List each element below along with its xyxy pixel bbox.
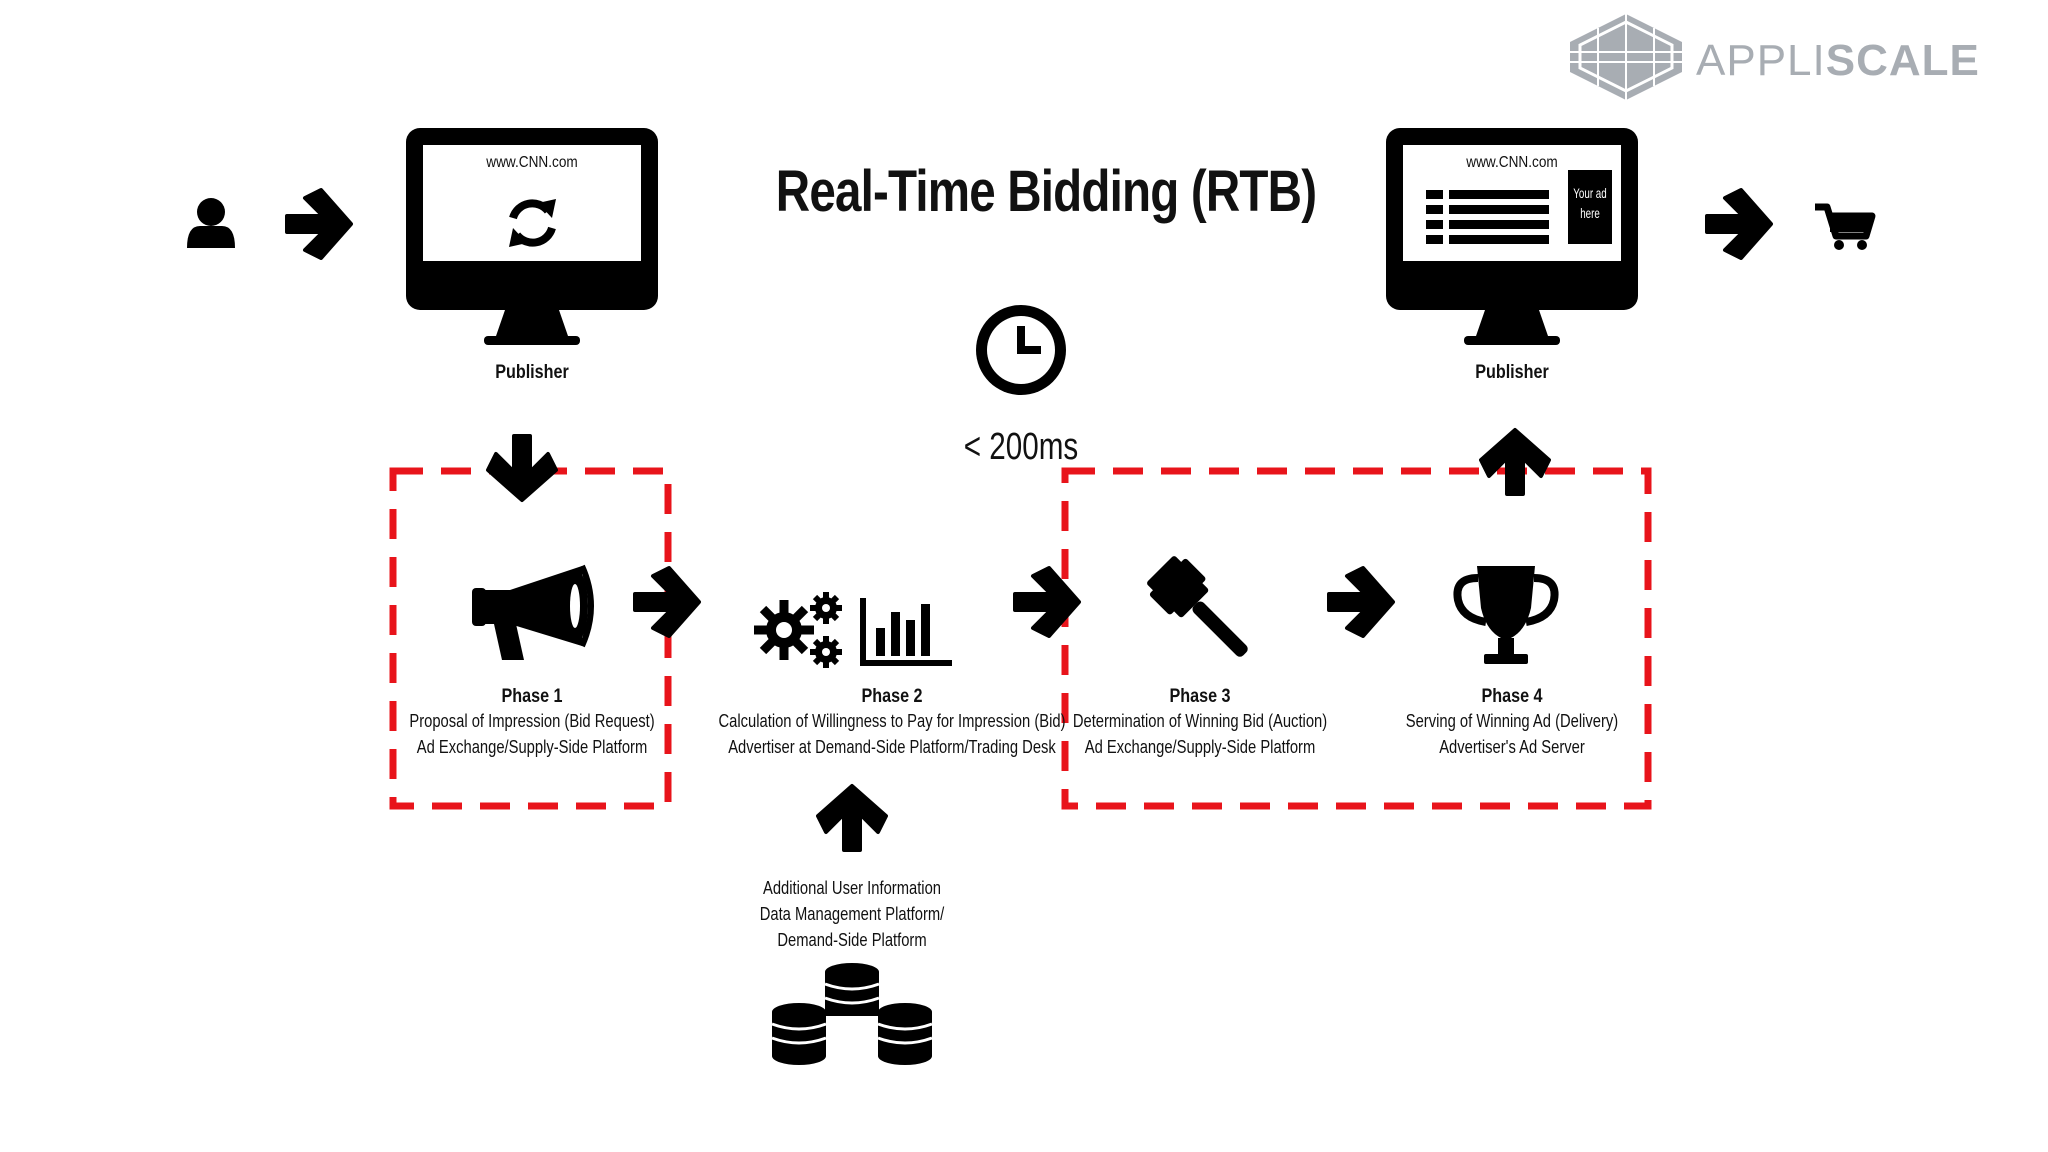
clock-icon <box>976 305 1066 395</box>
phase34-dashed-box <box>1061 467 1652 810</box>
publisher-left-label: Publisher <box>495 362 569 383</box>
ad-slot <box>1568 170 1612 244</box>
gavel-icon <box>1147 556 1248 657</box>
publisher-left-url: www.CNN.com <box>486 154 578 171</box>
phase-3-line2: Ad Exchange/Supply-Side Platform <box>1084 737 1316 757</box>
phase-2-caption: Phase 2 Calculation of Willingness to Pa… <box>622 686 1162 760</box>
trophy-icon <box>1453 566 1559 664</box>
data-source-caption: Additional User Information Data Managem… <box>702 875 1002 953</box>
phase-2-line1: Calculation of Willingness to Pay for Im… <box>718 711 1066 731</box>
phase-4-line1: Serving of Winning Ad (Delivery) <box>1405 711 1619 731</box>
phase1-dashed-box <box>389 467 672 810</box>
database-icon <box>771 963 933 1065</box>
gears-icon <box>754 592 842 668</box>
arrow-right-icon <box>1327 566 1395 638</box>
phase-3-title: Phase 3 <box>1169 686 1231 707</box>
diagram-title: Real-Time Bidding (RTB) <box>775 159 1317 224</box>
publisher-right-url: www.CNN.com <box>1466 154 1558 171</box>
appliscale-logo-icon <box>1570 14 1682 100</box>
ad-slot-line2: here <box>1580 205 1600 221</box>
phase-1-title: Phase 1 <box>501 686 563 707</box>
phase-1-caption: Phase 1 Proposal of Impression (Bid Requ… <box>332 686 732 760</box>
article-lines-icon <box>1426 190 1549 244</box>
logo-text-bold: SCALE <box>1825 36 1980 85</box>
arrow-up-icon <box>816 784 888 852</box>
ad-slot-text: Your ad here <box>1571 183 1609 223</box>
bar-chart-icon <box>860 598 952 666</box>
timer-label: < 200ms <box>963 426 1079 468</box>
arrow-up-icon <box>1479 428 1551 496</box>
refresh-icon <box>509 199 556 247</box>
data-source-line2: Data Management Platform/ <box>759 904 945 924</box>
phase-1-line2: Ad Exchange/Supply-Side Platform <box>416 737 648 757</box>
publisher-right-label: Publisher <box>1475 362 1549 383</box>
phase-2-title: Phase 2 <box>861 686 923 707</box>
phase-3-caption: Phase 3 Determination of Winning Bid (Au… <box>1000 686 1400 760</box>
phase-4-line2: Advertiser's Ad Server <box>1439 737 1585 757</box>
logo-text-light: APPLI <box>1696 36 1826 85</box>
phase-4-caption: Phase 4 Serving of Winning Ad (Delivery)… <box>1312 686 1712 760</box>
arrow-right-icon <box>285 188 353 260</box>
arrow-down-icon <box>486 434 558 502</box>
arrow-right-icon <box>1013 566 1081 638</box>
phase-3-line1: Determination of Winning Bid (Auction) <box>1072 711 1328 731</box>
data-source-line1: Additional User Information <box>762 878 942 898</box>
arrow-right-icon <box>633 566 701 638</box>
monitor-right <box>1386 128 1638 345</box>
ad-slot-line1: Your ad <box>1573 185 1607 201</box>
shopping-cart-icon <box>1815 203 1876 250</box>
phase-4-title: Phase 4 <box>1481 686 1543 707</box>
arrow-right-icon <box>1705 188 1773 260</box>
phase-2-line2: Advertiser at Demand-Side Platform/Tradi… <box>728 737 1056 757</box>
megaphone-icon <box>472 564 594 660</box>
appliscale-logo-text: APPLISCALE <box>1696 36 1980 86</box>
user-icon <box>187 198 235 248</box>
phase-1-line1: Proposal of Impression (Bid Request) <box>409 711 655 731</box>
data-source-line3: Demand-Side Platform <box>777 930 927 950</box>
